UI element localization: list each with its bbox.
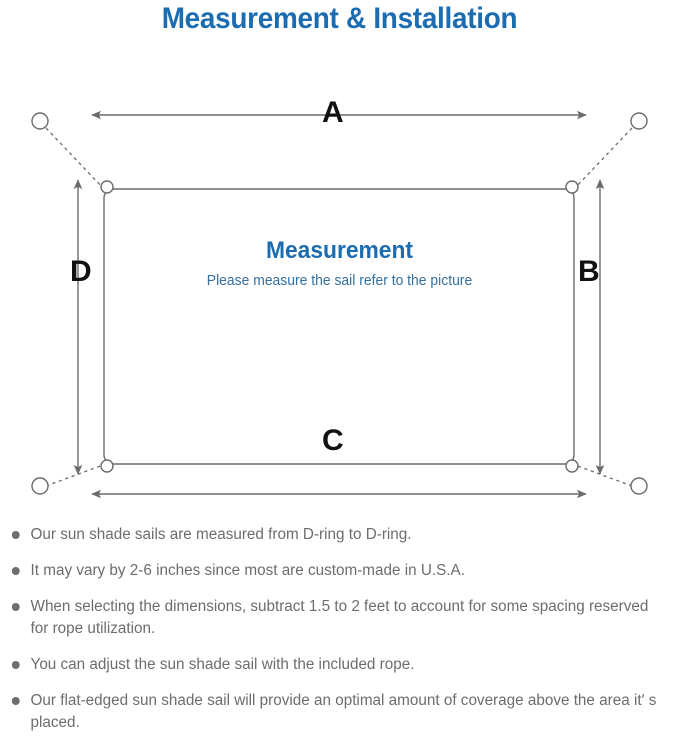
diagram-graphics xyxy=(31,110,648,499)
dimension-label-b: B xyxy=(578,255,600,288)
anchor-point-top-left xyxy=(31,112,49,130)
d-ring-top-right xyxy=(565,180,579,194)
list-item-text: You can adjust the sun shade sail with t… xyxy=(30,656,415,673)
rope-line-bottom-left xyxy=(45,464,104,487)
anchor-point-bottom-left xyxy=(31,477,49,495)
sail-rectangle xyxy=(103,188,575,465)
d-ring-bottom-left xyxy=(100,459,114,473)
bullet-icon xyxy=(11,531,20,539)
list-item-text: Our flat-edged sun shade sail will provi… xyxy=(30,692,657,731)
dimension-label-d: D xyxy=(70,255,92,288)
measurement-subtitle: Please measure the sail refer to the pic… xyxy=(206,273,473,289)
rope-line-top-right xyxy=(574,127,633,189)
list-item: You can adjust the sun shade sail with t… xyxy=(0,654,669,676)
d-ring-top-left xyxy=(100,180,114,194)
measurement-heading: Measurement xyxy=(265,237,413,264)
rope-line-top-left xyxy=(45,127,104,189)
bullet-icon xyxy=(11,603,20,611)
bullet-icon xyxy=(11,661,20,669)
bullet-icon xyxy=(11,697,20,705)
measurement-diagram: A B C D Measurement Please measure the s… xyxy=(0,46,679,516)
measurement-caption: Measurement Please measure the sail refe… xyxy=(0,236,679,293)
list-item-text: When selecting the dimensions, subtract … xyxy=(30,598,649,637)
list-item-text: Our sun shade sails are measured from D-… xyxy=(30,526,412,543)
page-title: Measurement & Installation xyxy=(161,2,518,35)
list-item: When selecting the dimensions, subtract … xyxy=(0,596,669,640)
list-item: It may vary by 2-6 inches since most are… xyxy=(0,560,669,582)
rope-line-bottom-right xyxy=(574,464,633,487)
anchor-point-top-right xyxy=(630,112,648,130)
anchor-point-bottom-right xyxy=(630,477,648,495)
list-item: Our flat-edged sun shade sail will provi… xyxy=(0,690,669,734)
list-item: Our sun shade sails are measured from D-… xyxy=(0,524,669,546)
bullet-icon xyxy=(11,567,20,575)
dimension-label-a: A xyxy=(322,96,344,129)
notes-list: Our sun shade sails are measured from D-… xyxy=(0,524,679,748)
list-item-text: It may vary by 2-6 inches since most are… xyxy=(30,562,465,579)
d-ring-bottom-right xyxy=(565,459,579,473)
dimension-label-c: C xyxy=(322,424,344,457)
